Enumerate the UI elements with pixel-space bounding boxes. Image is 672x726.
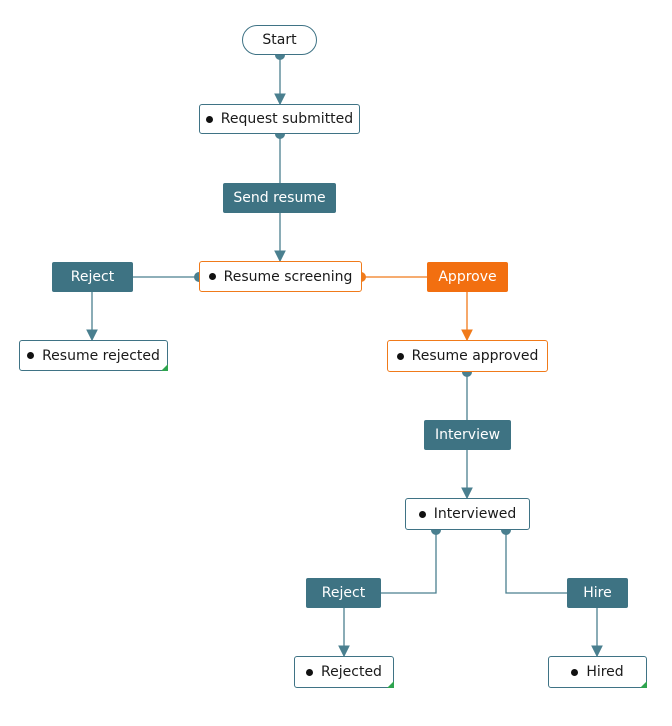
state-resume-approved[interactable]: Resume approved: [387, 340, 548, 372]
state-rejected[interactable]: Rejected: [294, 656, 394, 688]
port-interviewed-bottom-right: [501, 530, 511, 535]
port-interviewed-bottom-left: [431, 530, 441, 535]
action-approve[interactable]: Approve: [427, 262, 508, 292]
bullet-icon: [205, 115, 213, 123]
complete-marker-icon: [640, 681, 647, 688]
action-reject-candidate[interactable]: Reject: [306, 578, 381, 608]
state-label: Resume screening: [223, 268, 353, 285]
state-label: Hired: [586, 664, 624, 680]
state-label: Resume rejected: [42, 347, 160, 364]
action-label: Reject: [321, 585, 366, 601]
edge-interviewed-to-reject: [381, 530, 437, 594]
action-reject-resume[interactable]: Reject: [52, 262, 133, 292]
port-screening-left: [194, 272, 199, 282]
bullet-icon: [27, 352, 35, 359]
start-node[interactable]: Start: [242, 25, 317, 55]
start-label: Start: [262, 32, 297, 48]
action-send-resume[interactable]: Send resume: [223, 183, 336, 213]
state-label: Resume approved: [411, 348, 539, 364]
bullet-icon: [418, 510, 426, 518]
port-screening-right: [361, 272, 366, 282]
state-label: Request submitted: [220, 111, 354, 127]
state-resume-rejected[interactable]: Resume rejected: [19, 340, 168, 371]
action-hire[interactable]: Hire: [567, 578, 628, 608]
state-hired[interactable]: Hired: [548, 656, 647, 688]
complete-marker-icon: [387, 681, 394, 688]
state-interviewed[interactable]: Interviewed: [405, 498, 530, 530]
bullet-icon: [306, 668, 314, 676]
state-label: Rejected: [321, 664, 382, 680]
state-label: Interviewed: [433, 506, 517, 522]
port-approved-bottom: [462, 372, 472, 377]
bullet-icon: [208, 273, 216, 280]
state-resume-screening[interactable]: Resume screening: [199, 261, 362, 292]
port-start-bottom: [275, 55, 285, 60]
action-label: Approve: [438, 269, 497, 285]
edge-interviewed-to-hire: [505, 530, 567, 594]
bullet-icon: [396, 352, 404, 360]
action-label: Send resume: [233, 190, 326, 206]
action-interview[interactable]: Interview: [424, 420, 511, 450]
action-label: Interview: [434, 427, 501, 443]
action-label: Hire: [583, 585, 612, 601]
bullet-icon: [571, 668, 579, 676]
state-request-submitted[interactable]: Request submitted: [199, 104, 360, 134]
complete-marker-icon: [161, 364, 168, 371]
action-label: Reject: [70, 269, 115, 285]
port-request-bottom: [275, 134, 285, 139]
